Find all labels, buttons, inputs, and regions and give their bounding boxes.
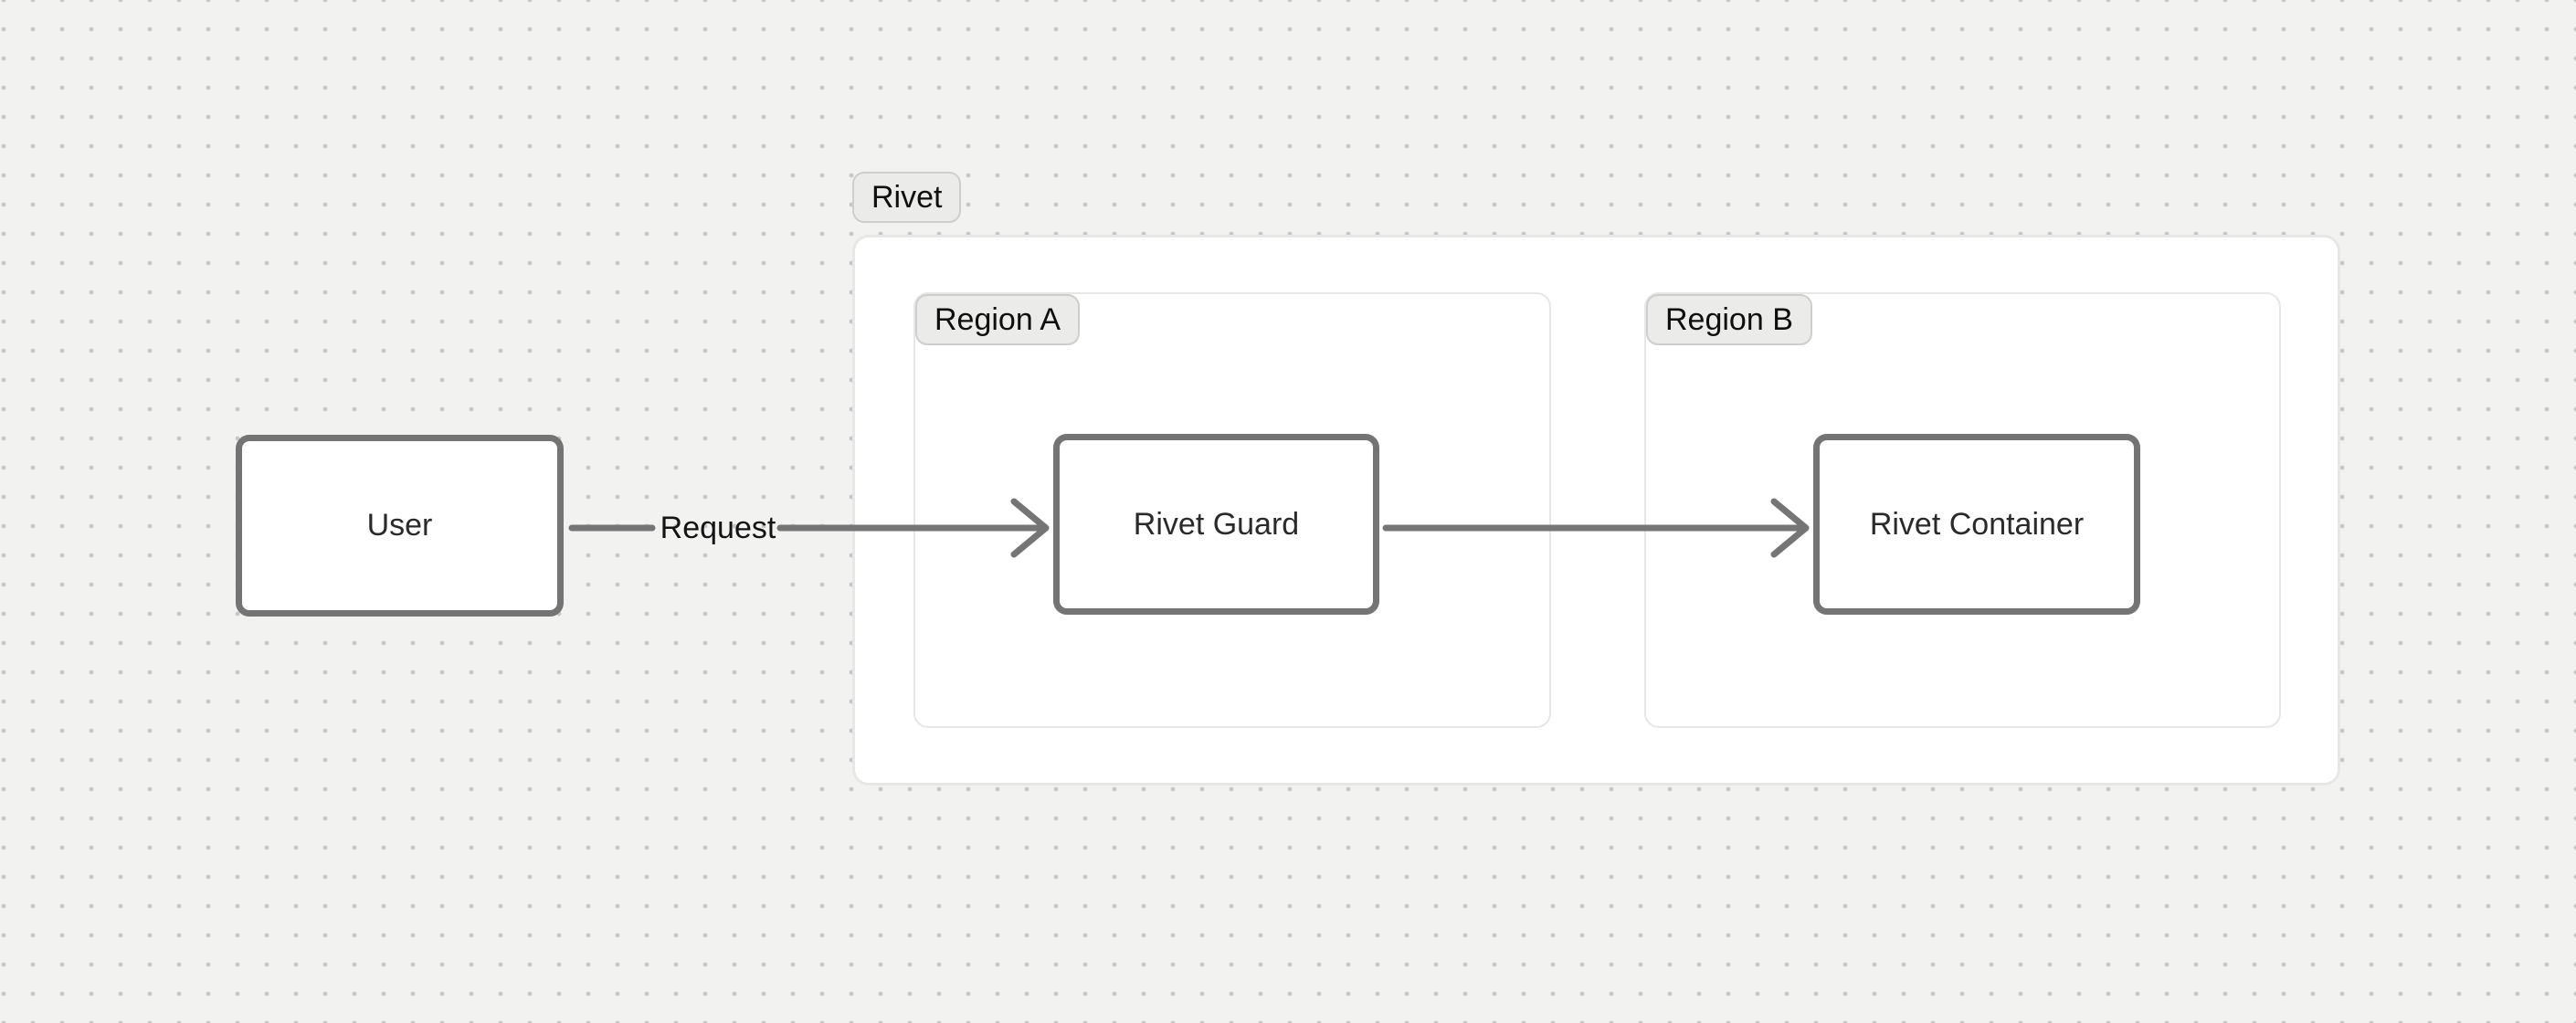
node-user-label: User [366, 508, 433, 543]
cluster-rivet-label: Rivet [852, 172, 962, 223]
node-user: User [236, 435, 564, 617]
node-rivet-guard: Rivet Guard [1053, 434, 1379, 615]
region-a-label: Region A [915, 294, 1080, 345]
node-rivet-container: Rivet Container [1813, 434, 2140, 615]
node-rivet-container-label: Rivet Container [1869, 506, 2085, 542]
region-b-label: Region B [1646, 294, 1812, 345]
edge-request-label: Request [660, 511, 776, 545]
node-rivet-guard-label: Rivet Guard [1133, 506, 1300, 542]
